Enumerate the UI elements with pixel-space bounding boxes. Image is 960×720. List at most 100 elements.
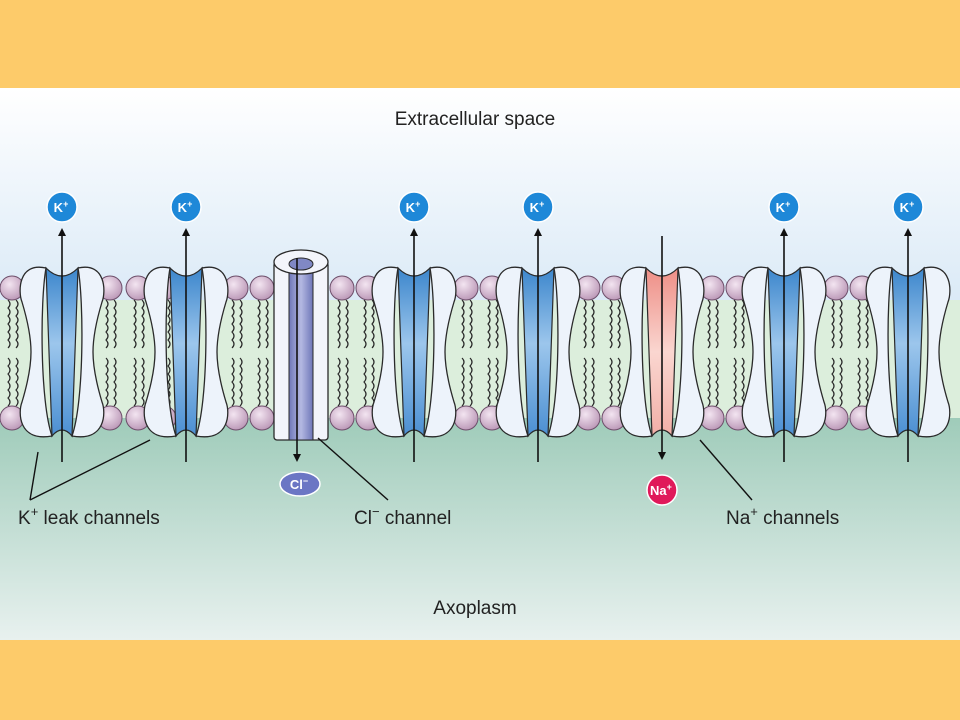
na-channels-rest: channels bbox=[758, 508, 839, 529]
cl-ion-sup: − bbox=[303, 476, 308, 486]
lipid-tail-top bbox=[857, 299, 861, 349]
lipid-tail-bottom bbox=[865, 357, 869, 407]
k-leak-channel-5 bbox=[741, 266, 827, 438]
lipid-tail-bottom bbox=[337, 357, 341, 407]
k-leak-rest: leak channels bbox=[38, 508, 159, 529]
extracellular-label: Extracellular space bbox=[395, 109, 556, 130]
k-ion-3-bubble bbox=[398, 191, 430, 223]
lipid-tail-bottom bbox=[715, 357, 719, 407]
na-channel-right-wall bbox=[671, 266, 705, 438]
k-ion-2: K+ bbox=[170, 191, 202, 223]
lipid-head bbox=[453, 405, 479, 431]
k-ion-5-base: K bbox=[776, 200, 786, 215]
k-ion-3: K+ bbox=[398, 191, 430, 223]
axoplasm-label: Axoplasm bbox=[433, 598, 516, 619]
k-ion-1-text: K+ bbox=[54, 199, 69, 215]
lipid-tail-top bbox=[337, 299, 341, 349]
cl-channel-label: Cl− channel bbox=[354, 504, 451, 529]
lipid-tail-top bbox=[371, 299, 375, 349]
lipid-head bbox=[329, 275, 355, 301]
na-channels-base: Na bbox=[726, 508, 751, 529]
lipid-tail-bottom bbox=[707, 357, 711, 407]
cl-ion-text: Cl− bbox=[290, 476, 308, 492]
k-ion-2-bubble bbox=[170, 191, 202, 223]
na-channels-sup: + bbox=[750, 504, 758, 519]
k-leak-channel-4-right-wall bbox=[547, 266, 581, 438]
lipid-head bbox=[249, 275, 275, 301]
na-channels-label: Na+ channels bbox=[726, 504, 839, 529]
k-ion-6-text: K+ bbox=[900, 199, 915, 215]
lipid-tail-top bbox=[839, 299, 843, 349]
leader-lines bbox=[29, 437, 753, 501]
k-leak-channel-5-right-wall bbox=[793, 266, 827, 438]
k-leak-channel-4 bbox=[495, 266, 581, 438]
k-ion-6: K+ bbox=[892, 191, 924, 223]
k-ion-2-text: K+ bbox=[178, 199, 193, 215]
lipid-tail-top bbox=[487, 299, 491, 349]
lipid-tail-bottom bbox=[265, 357, 269, 407]
k-ion-4-bubble bbox=[522, 191, 554, 223]
cl-ion: Cl− bbox=[279, 471, 321, 497]
lipid-tail-top bbox=[591, 299, 595, 349]
lipid-tail-bottom bbox=[7, 357, 11, 407]
k-leak-channels-label: K+ leak channels bbox=[18, 504, 160, 529]
lipid-tail-bottom bbox=[617, 357, 621, 407]
lipid-tail-bottom bbox=[239, 357, 243, 407]
k-leak-sup: + bbox=[31, 504, 39, 519]
lipid-tail-top bbox=[707, 299, 711, 349]
lipid-tail-top bbox=[617, 299, 621, 349]
channels bbox=[19, 228, 951, 462]
k-ion-4-base: K bbox=[530, 200, 540, 215]
lipid-tail-bottom bbox=[363, 357, 367, 407]
lipid-tail-bottom bbox=[461, 357, 465, 407]
lipid-head bbox=[249, 405, 275, 431]
lipid-tail-bottom bbox=[487, 357, 491, 407]
lipid-tail-top bbox=[239, 299, 243, 349]
lipid-tail-bottom bbox=[591, 357, 595, 407]
lipid-tail-bottom bbox=[15, 357, 19, 407]
k-ion-5-text: K+ bbox=[776, 199, 791, 215]
lipid-head bbox=[823, 275, 849, 301]
cl-ion-base: Cl bbox=[290, 477, 303, 492]
lipid-tail-bottom bbox=[831, 357, 835, 407]
lipid-tail-bottom bbox=[839, 357, 843, 407]
k-ion-5-sup: + bbox=[785, 199, 790, 209]
lipid-tail-top bbox=[265, 299, 269, 349]
lipid-tail-bottom bbox=[133, 357, 137, 407]
ions: K+K+K+K+K+K+Na+Cl− bbox=[46, 191, 924, 506]
lipid-tail-top bbox=[231, 299, 235, 349]
lipid-tail-top bbox=[583, 299, 587, 349]
k-ion-6-sup: + bbox=[909, 199, 914, 209]
lipid-tail-top bbox=[733, 299, 737, 349]
k-ion-1: K+ bbox=[46, 191, 78, 223]
lipid-tail-top bbox=[113, 299, 117, 349]
lipid-tail-top bbox=[495, 299, 499, 349]
na-ion-text: Na+ bbox=[650, 482, 672, 498]
k-ion-4: K+ bbox=[522, 191, 554, 223]
k-leak-channel-1-right-wall bbox=[71, 266, 105, 438]
k-ion-6-bubble bbox=[892, 191, 924, 223]
cl-channel-pore bbox=[288, 261, 314, 441]
k-leak-channel-6 bbox=[865, 266, 951, 438]
lipid-tail-top bbox=[105, 299, 109, 349]
lipid-tail-bottom bbox=[857, 357, 861, 407]
k-ion-3-base: K bbox=[406, 200, 416, 215]
lipid-tail-top bbox=[461, 299, 465, 349]
cl-channel bbox=[273, 249, 329, 441]
lipid-tail-top bbox=[865, 299, 869, 349]
na-ion-base: Na bbox=[650, 483, 667, 498]
lipid-tail-top bbox=[345, 299, 349, 349]
lipid-tail-top bbox=[715, 299, 719, 349]
lipid-tail-top bbox=[7, 299, 11, 349]
k-leak-channel-4-left-wall bbox=[495, 266, 529, 438]
lipid-tail-bottom bbox=[257, 357, 261, 407]
cl-channel-rest: channel bbox=[380, 508, 452, 529]
k-ion-4-text: K+ bbox=[530, 199, 545, 215]
k-leak-channel-3 bbox=[371, 266, 457, 438]
lipid-head bbox=[453, 275, 479, 301]
membrane-diagram: K+K+K+K+K+K+Na+Cl− Extracellular space A… bbox=[0, 88, 960, 640]
k-ion-5: K+ bbox=[768, 191, 800, 223]
na-channel-left-wall bbox=[619, 266, 653, 438]
lipid-tail-bottom bbox=[495, 357, 499, 407]
k-ion-1-base: K bbox=[54, 200, 64, 215]
